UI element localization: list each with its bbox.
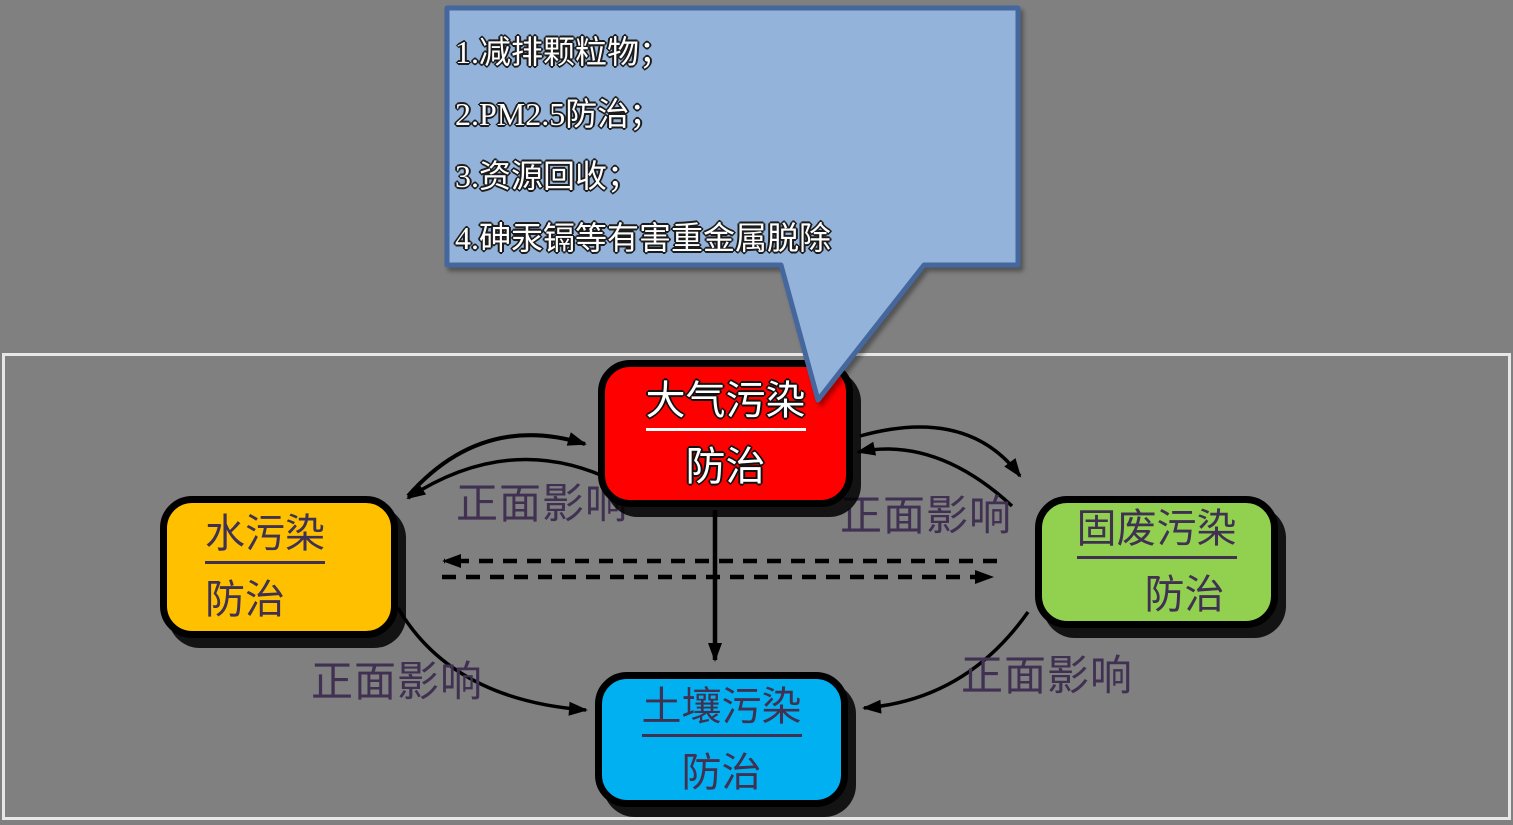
node-soil-pollution-subtitle: 防治 bbox=[681, 749, 762, 795]
node-water-pollution: 水污染 防治 bbox=[160, 496, 398, 638]
edge-label-positive-impact-water-soil: 正面影响 bbox=[311, 660, 484, 706]
content-frame bbox=[2, 353, 1511, 820]
callout-item-3: 3.资源回收； bbox=[455, 158, 640, 194]
node-soil-pollution: 土壤污染 防治 bbox=[595, 672, 848, 807]
callout-item-4: 4.砷汞镉等有害重金属脱除 bbox=[455, 220, 832, 256]
edge-label-positive-impact-solidwaste-soil: 正面影响 bbox=[961, 654, 1134, 700]
node-water-pollution-title: 水污染 bbox=[205, 511, 325, 564]
callout-list: 1.减排颗粒物； 2.PM2.5防治； 3.资源回收； 4.砷汞镉等有害重金属脱… bbox=[455, 21, 831, 269]
arrow-air-to-solidwaste bbox=[859, 425, 1022, 478]
arrow-solidwaste-to-air bbox=[856, 441, 1014, 508]
node-solidwaste-pollution-subtitle: 防治 bbox=[1144, 572, 1225, 617]
edge-label-positive-impact-air-solidwaste: 正面影响 bbox=[840, 494, 1013, 540]
node-air-pollution-title: 大气污染 bbox=[645, 378, 806, 431]
arrow-solidwaste-to-soil bbox=[862, 610, 1030, 714]
node-air-pollution: 大气污染 防治 bbox=[598, 360, 853, 507]
node-air-pollution-subtitle: 防治 bbox=[685, 443, 766, 489]
node-solidwaste-pollution: 固废污染 防治 bbox=[1035, 496, 1278, 628]
arrow-water-to-air bbox=[406, 432, 587, 498]
edge-label-positive-impact-water-air: 正面影响 bbox=[456, 482, 629, 528]
callout-bubble-shape bbox=[444, 5, 1021, 403]
callout-item-1: 1.减排颗粒物； bbox=[455, 34, 672, 70]
arrow-air-to-water bbox=[406, 457, 617, 500]
node-water-pollution-subtitle: 防治 bbox=[205, 577, 285, 622]
arrow-water-to-soil bbox=[396, 607, 588, 716]
node-soil-pollution-title: 土壤污染 bbox=[641, 684, 802, 737]
node-solidwaste-pollution-title: 固废污染 bbox=[1076, 506, 1237, 559]
callout-item-2: 2.PM2.5防治； bbox=[455, 96, 662, 132]
